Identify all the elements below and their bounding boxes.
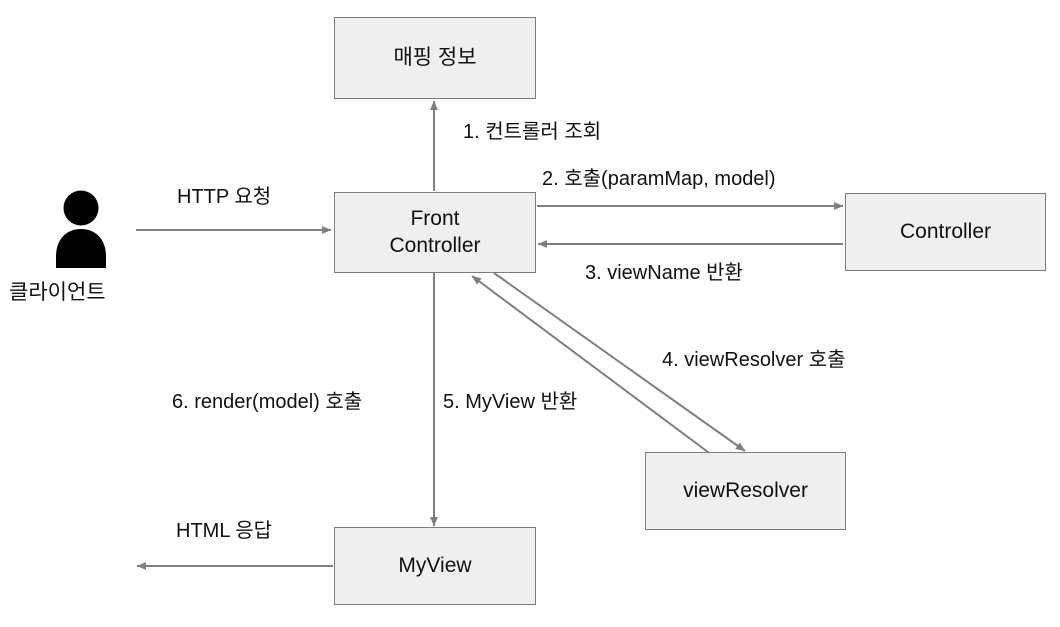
client-person-icon	[56, 190, 106, 268]
edge-label-5: 5. MyView 반환	[443, 391, 578, 413]
client-label: 클라이언트	[9, 281, 106, 304]
node-view-resolver[interactable]: viewResolver	[645, 452, 846, 530]
edge-label-html-response: HTML 응답	[176, 520, 273, 542]
edge-label-6: 6. render(model) 호출	[172, 391, 363, 413]
arrow-4-viewresolver-call	[493, 272, 746, 452]
edge-label-2: 2. 호출(paramMap, model)	[542, 168, 776, 190]
node-controller[interactable]: Controller	[845, 193, 1046, 271]
node-my-view[interactable]: MyView	[334, 527, 536, 605]
edge-label-3: 3. viewName 반환	[585, 262, 743, 284]
edge-label-4: 4. viewResolver 호출	[662, 349, 846, 371]
node-mapping-info[interactable]: 매핑 정보	[334, 17, 536, 99]
node-front-controller[interactable]: Front Controller	[334, 192, 536, 273]
edge-label-1: 1. 컨트롤러 조회	[463, 121, 602, 143]
edge-label-http-request: HTTP 요청	[177, 186, 272, 208]
arrow-5-myview-return	[471, 275, 713, 456]
